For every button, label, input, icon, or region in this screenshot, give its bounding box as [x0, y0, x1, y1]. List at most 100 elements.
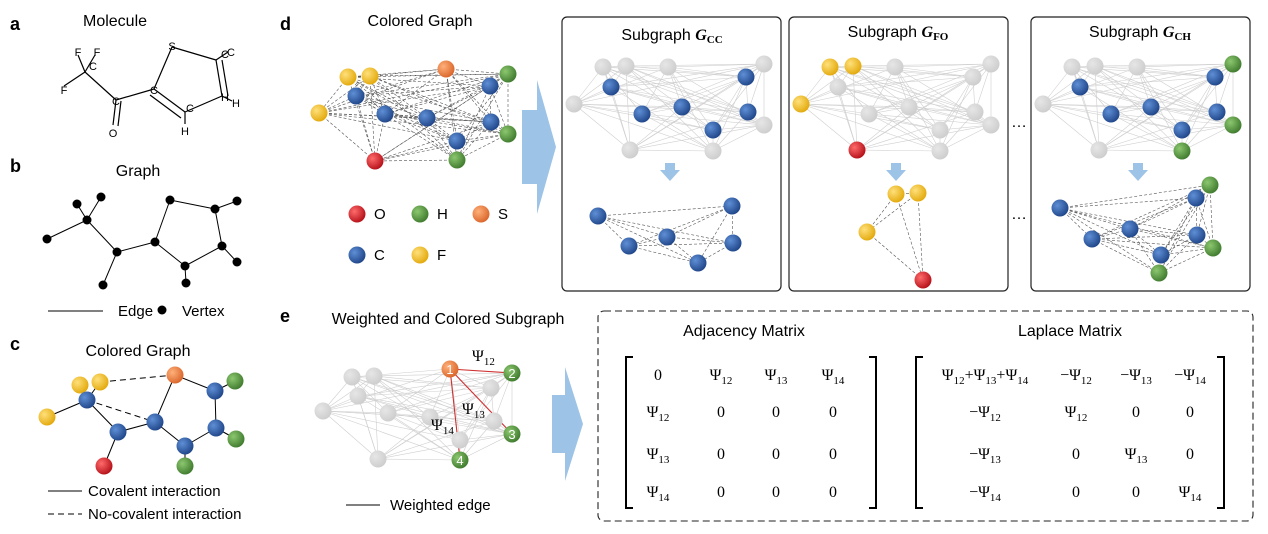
edge [625, 63, 765, 67]
small-arrow [660, 163, 680, 181]
edge [357, 395, 431, 418]
matrix-bracket-right [1217, 356, 1225, 509]
edge [355, 73, 509, 97]
edge [573, 103, 683, 108]
graph-vertex [217, 241, 227, 251]
matrix-cell: 0 [1072, 446, 1080, 463]
atom-node-O [95, 457, 113, 475]
matrix-cell: −Ψ14 [969, 484, 1001, 504]
atom-node-O [914, 271, 932, 289]
legend-label-O: O [374, 206, 386, 223]
edge [1196, 184, 1211, 236]
panel-b-label: b [10, 156, 21, 176]
edge [1094, 65, 1218, 113]
psi-weight-label: Ψ14 [431, 417, 454, 437]
edge [1071, 66, 1218, 113]
edge [459, 387, 492, 441]
edge [357, 395, 461, 461]
atom-node-C [109, 423, 127, 441]
edge [1042, 103, 1218, 113]
legend-label-C: C [374, 247, 385, 264]
svg-text:Subgraph GCH: Subgraph GCH [1089, 24, 1191, 43]
graph-vertex [181, 278, 191, 288]
atom-label: F [94, 47, 101, 59]
psi-weight-label: Ψ13 [462, 401, 485, 421]
node-number: 4 [456, 453, 463, 468]
atom-node-C [1188, 226, 1206, 244]
matrix-cell: 0 [1186, 446, 1194, 463]
edge [1059, 197, 1197, 209]
edge [322, 368, 451, 412]
edge [597, 205, 733, 217]
atom-node-H [1173, 142, 1191, 160]
graph-edge [86, 219, 118, 253]
graph-c [38, 366, 245, 475]
edge [373, 375, 492, 389]
edge [429, 416, 513, 435]
small-arrow [886, 163, 906, 181]
edge [681, 106, 765, 126]
edge [373, 375, 495, 422]
legend-label-H: H [437, 206, 448, 223]
matrix-cell: 0 [772, 404, 780, 421]
edge [1059, 207, 1214, 249]
gray-node [964, 68, 982, 86]
edge [641, 113, 714, 152]
edge [1110, 113, 1234, 126]
edge [697, 205, 733, 264]
noncovalent-edge [99, 374, 176, 383]
edge [357, 372, 513, 397]
atom-node-C [1071, 78, 1089, 96]
edge [597, 215, 734, 244]
atom-label: C [227, 47, 235, 59]
edge [712, 76, 747, 152]
edge [1110, 76, 1216, 115]
gray-node [1034, 95, 1052, 113]
matrix-cell: Ψ14 [647, 484, 670, 504]
matrix-cell: 0 [654, 367, 662, 384]
edge [852, 65, 858, 151]
gray-node [931, 121, 949, 139]
edge [868, 66, 896, 115]
graph-vertex [112, 247, 122, 257]
edge [357, 395, 495, 422]
edge [597, 215, 668, 238]
atom-node-F [91, 373, 109, 391]
edge [373, 372, 513, 377]
graph-vertex [72, 199, 82, 209]
gray-node [594, 58, 612, 76]
edge [355, 68, 447, 97]
edge [318, 112, 509, 135]
subgraph-box-ch [1030, 16, 1251, 292]
edge [318, 112, 428, 119]
weighted-edge [449, 368, 513, 374]
edge [837, 76, 974, 88]
numbered-node-2 [503, 364, 521, 382]
edge [856, 106, 910, 151]
gray-node [314, 402, 332, 420]
edge [369, 75, 492, 123]
edge [1079, 86, 1152, 108]
atom-label: H [181, 126, 189, 138]
edge [856, 76, 974, 151]
edge [493, 372, 513, 422]
edge [456, 85, 491, 161]
node-number: 3 [508, 427, 515, 442]
atom-label: C [150, 85, 158, 97]
atom-node-F [38, 408, 56, 426]
edge [800, 103, 870, 115]
edge [387, 412, 461, 461]
edge [384, 113, 509, 135]
edge [625, 65, 747, 78]
edge [610, 76, 747, 88]
subgraph-title-fo: Subgraph GFO [848, 24, 949, 43]
edge [1079, 63, 1234, 88]
atom-node-C [481, 77, 499, 95]
legend-node-O [348, 205, 366, 223]
edge [1158, 234, 1198, 274]
adjacency-title: Adjacency Matrix [683, 323, 805, 340]
